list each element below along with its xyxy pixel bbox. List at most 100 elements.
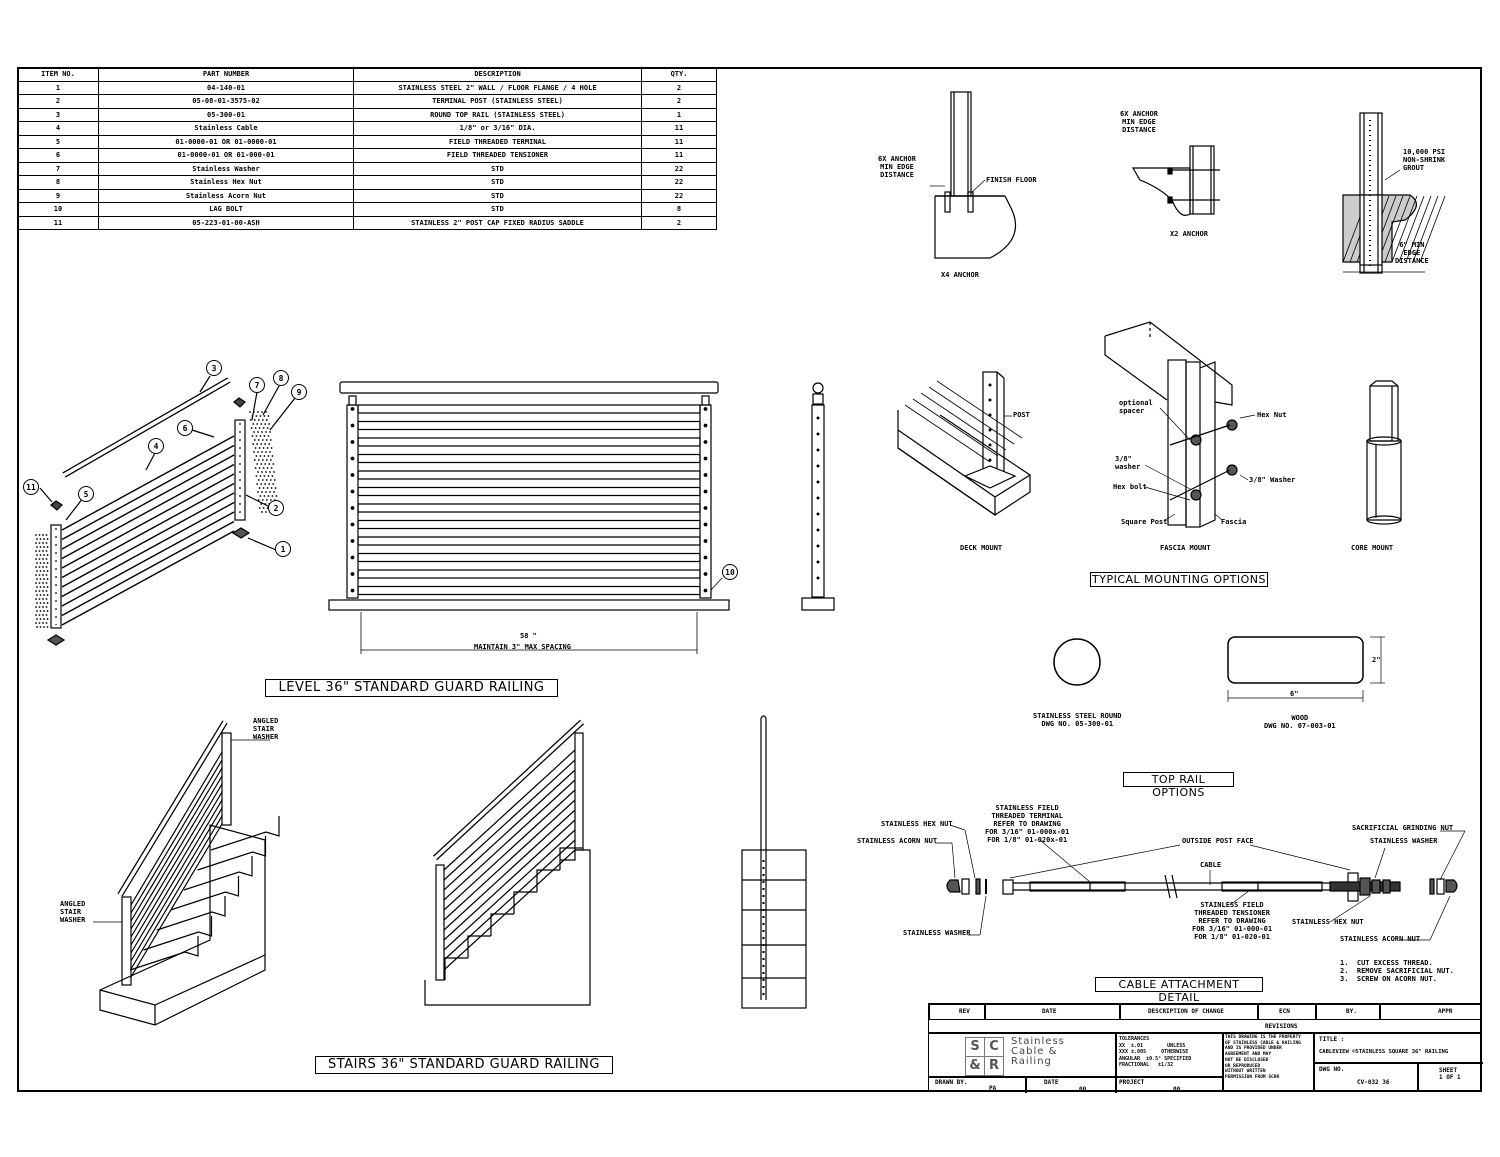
hardware-dot: [253, 459, 256, 461]
hardware-dot: [252, 423, 255, 425]
hardware-dot: [261, 471, 263, 473]
cable-line: [357, 569, 701, 579]
hardware-dot: [42, 566, 44, 568]
hardware-dot: [38, 590, 41, 592]
hardware-dot: [46, 618, 49, 620]
hardware-dot: [35, 582, 37, 584]
hardware-dot: [265, 491, 267, 493]
hardware-dot: [36, 570, 38, 572]
cable-label: CABLE: [1200, 861, 1222, 869]
hardware-dot: [38, 598, 41, 600]
hardware-dot: [43, 610, 45, 612]
stair-step: [444, 957, 468, 980]
hardware-dot: [259, 495, 262, 497]
cable-tensioner: [703, 456, 708, 461]
hardware-dot: [38, 558, 41, 560]
optional-spacer-label: optional spacer: [1119, 399, 1153, 415]
hex-nut-label: Hex Nut: [1257, 411, 1287, 419]
balloon-3: 3: [206, 360, 222, 376]
hardware-dot: [267, 455, 270, 457]
cable-terminal: [350, 473, 355, 477]
dwg-no-label: DWG NO.: [1319, 1066, 1345, 1073]
post-hole: [816, 512, 820, 516]
hardware-dot: [42, 534, 44, 536]
hardware-dot: [257, 451, 259, 453]
hardware-dot: [35, 566, 37, 568]
hardware-dot: [38, 542, 41, 544]
cable-line: [61, 501, 235, 598]
stair-step: [490, 913, 514, 936]
cable-tensioner: [703, 588, 708, 593]
cable-terminal: [350, 539, 355, 543]
cable-line: [61, 454, 235, 550]
cable-line: [443, 819, 576, 941]
side-ball-cap: [812, 382, 824, 394]
hardware-dot: [268, 423, 271, 425]
hardware-dot: [263, 435, 266, 437]
hardware-dot: [46, 626, 49, 628]
hardware-dot: [260, 423, 263, 425]
cable-terminal: [350, 456, 355, 461]
hardware-dot: [46, 610, 49, 612]
hardware-dot: [262, 447, 265, 449]
hardware-dot: [249, 411, 251, 413]
hardware-dot: [42, 598, 44, 600]
stair-step: [210, 816, 280, 851]
hardware-dot: [46, 578, 49, 580]
hardware-dot: [45, 550, 48, 552]
hardware-dot: [36, 554, 38, 556]
terminal-note: STAINLESS FIELD THREADED TERMINAL REFER …: [985, 804, 1070, 844]
hardware-dot: [261, 511, 263, 513]
hardware-dot: [42, 574, 44, 576]
cable-tensioner: [703, 506, 708, 510]
hardware-dot: [45, 558, 48, 560]
floor-anchor-edge-label: 6X ANCHOR MIN EDGE DISTANCE: [878, 155, 916, 179]
stairs-iso-right: [424, 719, 591, 1006]
cable-line: [357, 486, 701, 497]
post-hole: [816, 544, 820, 548]
cable-tensioner: [703, 489, 708, 494]
cable-line: [357, 437, 701, 447]
cable-tensioner: [703, 522, 708, 527]
hardware-dot: [269, 439, 272, 441]
post-hole: [988, 383, 992, 387]
hardware-dot: [266, 487, 269, 489]
washer-38-label: 3/8" Washer: [1249, 476, 1296, 484]
hardware-dot: [258, 487, 261, 489]
hardware-dot: [36, 538, 38, 540]
acorn-nut-right-label: STAINLESS ACORN NUT: [1340, 935, 1421, 943]
hardware-dot: [267, 435, 270, 437]
hardware-dot: [269, 451, 271, 453]
cable-line: [61, 444, 235, 541]
cable-tensioner: [703, 473, 708, 477]
hardware-dot: [266, 427, 269, 429]
hardware-dot: [38, 622, 41, 624]
hardware-dot: [263, 475, 266, 477]
hardware-dot: [43, 546, 45, 548]
project-value: 00: [1173, 1086, 1181, 1093]
hardware-dot: [36, 610, 38, 612]
x2-anchor-label: X2 ANCHOR: [1170, 230, 1208, 238]
cable-terminal: [350, 555, 355, 560]
exploded-cap-left: [50, 500, 63, 511]
hardware-dot: [46, 554, 49, 556]
hardware-dot: [262, 487, 265, 489]
top-rail-options: [1053, 636, 1385, 702]
cable-tensioner: [703, 423, 708, 428]
rev-col-rev: REV: [959, 1008, 970, 1015]
post-hole: [988, 428, 992, 432]
hardware-dot: [253, 431, 255, 433]
drawn-by-value: PA: [989, 1085, 997, 1092]
hardware-dot: [269, 471, 271, 473]
hardware-dot: [256, 463, 259, 465]
hardware-dot: [266, 467, 269, 469]
x4-anchor-label: X4 ANCHOR: [941, 271, 979, 279]
hardware-dot: [259, 475, 262, 477]
elevation-deck: [328, 599, 730, 611]
wood-height-dim: 2": [1372, 656, 1381, 664]
